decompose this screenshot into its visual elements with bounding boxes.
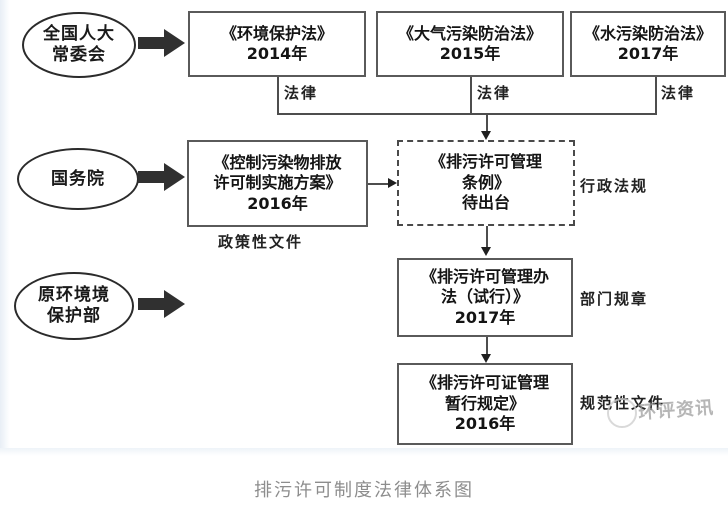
- watermark-logo-icon: [607, 398, 637, 428]
- tier-label-policy: 政策性文件: [218, 233, 304, 251]
- block-arrow-npc: [138, 29, 185, 57]
- block-arrow-mep: [138, 290, 185, 318]
- actor-npc-line2: 常委会: [52, 45, 106, 65]
- diagram-caption: 排污许可制度法律体系图: [254, 480, 474, 501]
- law-2-year: 2017年: [617, 44, 679, 63]
- connector-law0-drop: [277, 77, 279, 114]
- tier-label-measures: 部门规章: [580, 290, 649, 308]
- connector-law1-drop: [470, 77, 472, 114]
- arrowhead-bus-to-regulation: [481, 131, 491, 140]
- provisions-title-line1: 《排污许可证管理: [420, 373, 549, 393]
- measures-box: 《排污许可管理办 法（试行）》 2017年: [397, 258, 573, 337]
- page-edge-band-bottom: [0, 448, 728, 456]
- tier-label-law-2: 法律: [661, 84, 696, 102]
- connector-regulation-to-measures: [486, 226, 488, 248]
- connector-bus-to-regulation: [486, 113, 488, 133]
- law-box-2: 《水污染防治法》 2017年: [570, 11, 726, 77]
- measures-title-line1: 《排污许可管理办: [420, 266, 549, 286]
- block-arrow-state-council: [138, 163, 185, 191]
- tier-label-regulation: 行政法规: [580, 177, 649, 195]
- arrowhead-regulation-to-measures: [481, 247, 491, 256]
- actor-oval-npc: 全国人大 常委会: [22, 12, 136, 78]
- policy-document-box: 《控制污染物排放 许可制实施方案》 2016年: [187, 140, 368, 227]
- policy-year: 2016年: [247, 193, 308, 213]
- law-box-0: 《环境保护法》 2014年: [188, 11, 366, 77]
- watermark-text: 环评资讯: [637, 397, 715, 424]
- provisions-title-line2: 暂行规定》: [444, 393, 525, 413]
- actor-oval-mep: 原环境境 保护部: [14, 272, 134, 340]
- regulation-title-line2: 条例》: [461, 172, 510, 192]
- actor-oval-state-council: 国务院: [17, 148, 139, 210]
- regulation-title-line1: 《排污许可管理: [429, 152, 542, 172]
- provisions-year: 2016年: [454, 414, 516, 434]
- law-0-year: 2014年: [246, 44, 308, 63]
- measures-year: 2017年: [454, 307, 516, 327]
- measures-title-line2: 法（试行）》: [440, 287, 529, 307]
- provisions-box: 《排污许可证管理 暂行规定》 2016年: [397, 363, 573, 445]
- tier-label-law-0: 法律: [284, 84, 319, 102]
- regulation-box: 《排污许可管理 条例》 待出台: [397, 140, 575, 226]
- law-1-title: 《大气污染防治法》: [397, 23, 542, 43]
- policy-title-line2: 许可制实施方案》: [213, 173, 342, 193]
- arrowhead-policy-to-regulation: [388, 178, 397, 188]
- actor-state-council-line1: 国务院: [51, 168, 105, 189]
- law-2-title: 《水污染防治法》: [583, 23, 712, 43]
- connector-policy-to-regulation: [368, 183, 389, 185]
- law-1-year: 2015年: [439, 44, 501, 63]
- arrowhead-measures-to-provisions: [481, 354, 491, 363]
- law-box-1: 《大气污染防治法》 2015年: [376, 11, 564, 77]
- connector-law2-drop: [655, 77, 657, 114]
- actor-npc-line1: 全国人大: [43, 24, 115, 45]
- page-edge-band: [0, 0, 10, 455]
- connector-law-bus: [277, 113, 657, 115]
- regulation-status: 待出台: [461, 193, 510, 213]
- tier-label-law-1: 法律: [477, 84, 512, 102]
- law-0-title: 《环境保护法》: [220, 23, 333, 43]
- policy-title-line1: 《控制污染物排放: [213, 152, 342, 172]
- actor-mep-line2: 保护部: [47, 306, 101, 326]
- connector-measures-to-provisions: [486, 337, 488, 355]
- actor-mep-line1: 原环境境: [38, 285, 110, 306]
